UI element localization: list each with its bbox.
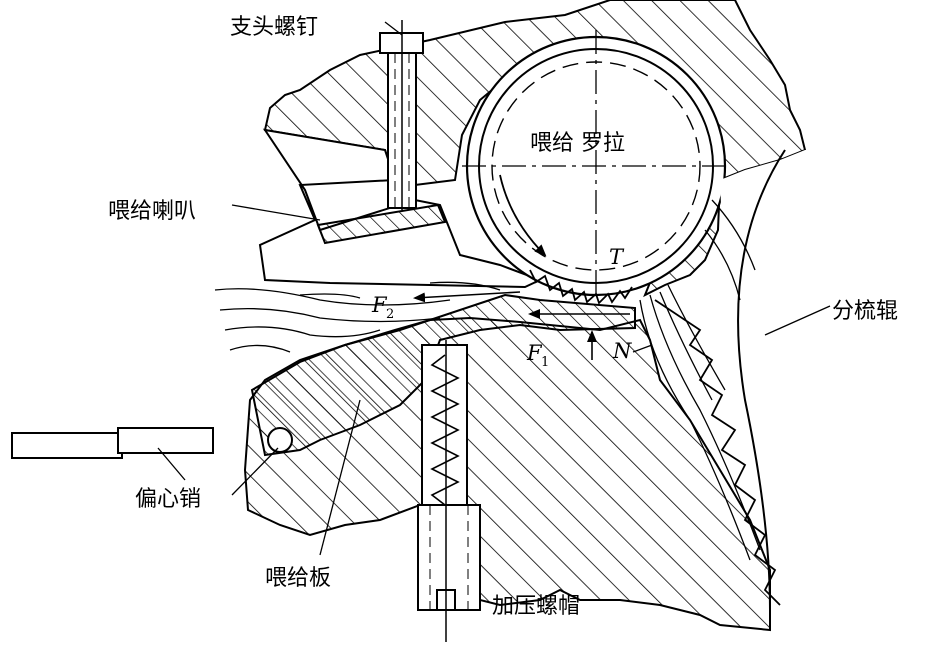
feed-plate-body — [250, 293, 636, 457]
leader-normal-force — [632, 344, 653, 353]
label-feed-roller: 喂给 罗拉 — [530, 131, 625, 156]
opening-roller-teeth — [654, 299, 781, 606]
rotation-arrow — [499, 174, 547, 257]
opening-roller-edge — [737, 149, 786, 611]
label-pressure-nut: 加压螺帽 — [492, 594, 580, 619]
symbol-torque: T — [609, 245, 625, 269]
label-feed-plate: 喂给板 — [265, 566, 331, 591]
leader-feed-horn — [231, 204, 321, 221]
label-feed-horn: 喂给喇叭 — [108, 199, 196, 224]
leader-feed-plate — [319, 399, 361, 556]
eccentric-pin-head — [117, 427, 214, 454]
eccentric-pin-shaft — [11, 432, 123, 459]
feed-roller-teeth — [529, 269, 633, 305]
symbol-f2: F — [371, 293, 388, 317]
feed-horn-strip — [316, 203, 447, 245]
leader-eccentric-pin-2 — [157, 447, 186, 481]
leader-eccentric-pin — [231, 447, 279, 496]
label-support-screw: 支头螺钉 — [230, 15, 318, 40]
opening-roller-body — [690, 150, 860, 642]
eccentric-pin-pivot — [267, 427, 293, 453]
symbol-f1-sub: 1 — [541, 355, 549, 370]
force-f2-arrow — [413, 291, 521, 303]
symbol-normal: N — [612, 339, 632, 363]
pressure-screw-housing — [421, 344, 468, 511]
pressure-spring — [430, 354, 460, 506]
label-eccentric-pin: 偏心销 — [135, 487, 201, 512]
leader-support-screw — [384, 21, 403, 36]
symbol-f2-sub: 2 — [386, 307, 394, 322]
leader-opening-roller — [764, 305, 831, 336]
label-opening-roller: 分梳辊 — [832, 299, 898, 324]
symbol-f1: F — [526, 341, 543, 365]
